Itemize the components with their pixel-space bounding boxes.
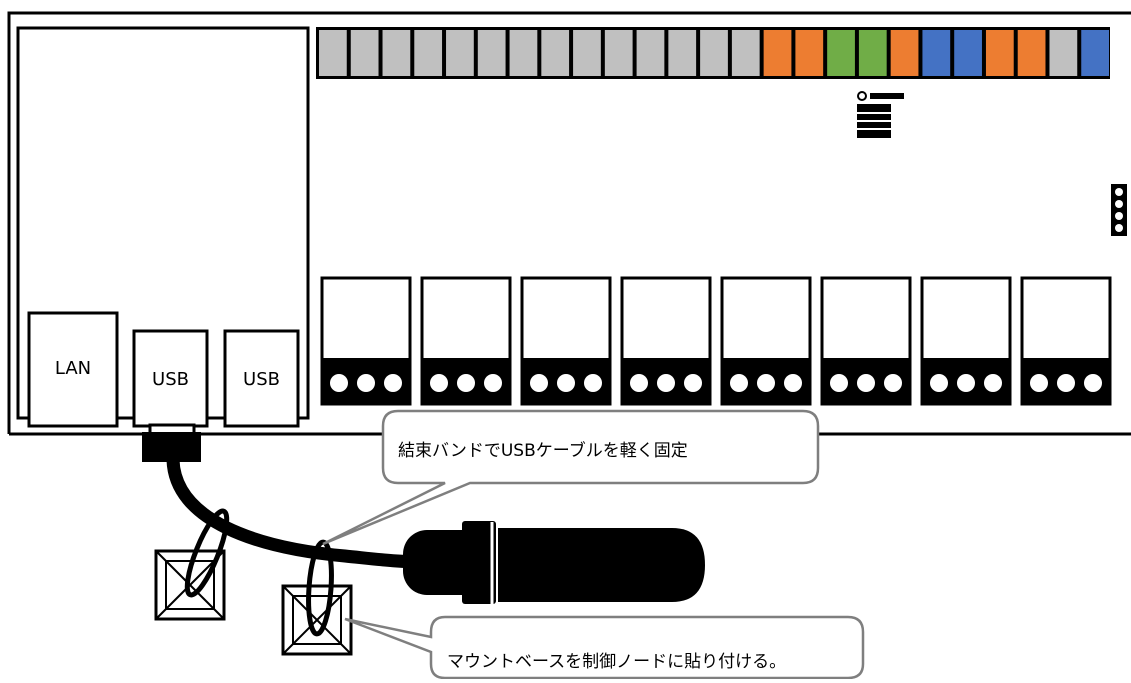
terminal-segment	[636, 30, 665, 76]
terminal-segment	[827, 30, 855, 76]
relay-row	[320, 276, 1112, 406]
terminal-segment	[573, 30, 601, 76]
relay-terminal	[357, 374, 375, 392]
usb-plug	[142, 432, 201, 462]
relay-terminal	[984, 374, 1002, 392]
relay-terminal	[384, 374, 402, 392]
relay-terminal	[830, 374, 848, 392]
callout-tie-band	[322, 409, 820, 546]
relay-terminal	[657, 374, 675, 392]
relay-terminal	[930, 374, 948, 392]
terminal-segment	[700, 30, 728, 76]
relay	[620, 276, 712, 406]
usb-port-2	[223, 329, 300, 428]
relay-terminal	[430, 374, 448, 392]
relay-terminal	[457, 374, 475, 392]
relay-terminal	[530, 374, 548, 392]
relay-terminal	[957, 374, 975, 392]
relay-terminal	[1084, 374, 1102, 392]
relay-terminal	[1030, 374, 1048, 392]
terminal-segment	[446, 30, 474, 76]
lan-port	[27, 311, 119, 428]
cable-tie-2	[306, 539, 334, 637]
terminal-segment	[350, 30, 379, 76]
relay-terminal	[884, 374, 902, 392]
board-outline	[7, 11, 1131, 434]
relay-terminal	[1057, 374, 1075, 392]
relay	[420, 276, 512, 406]
terminal-segment	[1081, 30, 1109, 76]
terminal-segment	[1049, 30, 1078, 76]
callout-mount-base	[344, 615, 865, 680]
terminal-segment	[509, 30, 538, 76]
relay-terminal	[330, 374, 348, 392]
relay	[920, 276, 1012, 406]
usb-port-2-label: USB	[243, 369, 280, 390]
cable-tie-1	[184, 508, 230, 598]
relay	[520, 276, 612, 406]
terminal-segment	[414, 30, 443, 76]
terminal-segment	[985, 30, 1014, 76]
relay-terminal	[757, 374, 775, 392]
terminal-segment	[604, 30, 633, 76]
lan-port-label: LAN	[54, 358, 92, 379]
terminal-strip	[316, 27, 1110, 79]
pin-header	[1111, 184, 1127, 236]
relay-terminal	[684, 374, 702, 392]
relay-terminal	[484, 374, 502, 392]
terminal-segment	[763, 30, 792, 76]
callout-tie-band-text: 結束バンドでUSBケーブルを軽く固定	[398, 441, 688, 461]
relay-terminal	[630, 374, 648, 392]
terminal-segment	[319, 30, 347, 76]
callout-mount-base-text: マウントベースを制御ノードに貼り付ける。	[447, 652, 787, 672]
relay-terminal	[784, 374, 802, 392]
terminal-segment	[731, 30, 760, 76]
usb-dongle	[403, 521, 705, 604]
terminal-segment	[858, 30, 887, 76]
relay-terminal	[857, 374, 875, 392]
relay-terminal	[730, 374, 748, 392]
relay	[320, 276, 412, 406]
terminal-segment	[954, 30, 982, 76]
relay-terminal	[584, 374, 602, 392]
terminal-segment	[668, 30, 697, 76]
terminal-segment	[890, 30, 919, 76]
relay	[820, 276, 912, 406]
usb-cable	[166, 453, 437, 569]
terminal-segment	[541, 30, 570, 76]
mount-base-2	[281, 584, 353, 656]
relay	[1020, 276, 1112, 406]
terminal-segment	[1017, 30, 1046, 76]
relay-terminal	[557, 374, 575, 392]
terminal-segment	[477, 30, 506, 76]
terminal-segment	[922, 30, 951, 76]
usb-port-1	[132, 329, 209, 428]
terminal-segment	[382, 30, 411, 76]
small-component	[857, 91, 904, 138]
usb-port-1-label: USB	[152, 369, 189, 390]
terminal-segment	[795, 30, 824, 76]
relay	[720, 276, 812, 406]
